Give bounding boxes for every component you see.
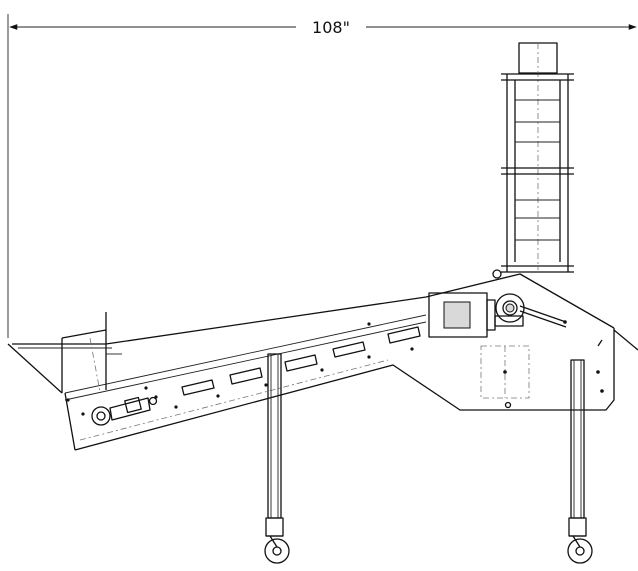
drive-motor bbox=[428, 292, 525, 338]
right-leg bbox=[567, 359, 593, 564]
support-legs bbox=[264, 353, 593, 564]
discharge-column bbox=[492, 42, 574, 279]
overall-length-dimension: 108" bbox=[7, 14, 637, 338]
rivets bbox=[66, 322, 414, 416]
dimension-label: 108" bbox=[312, 18, 350, 37]
frame-slots bbox=[181, 326, 421, 396]
tail-pulley-assembly bbox=[91, 396, 158, 426]
conveyor-frame bbox=[7, 273, 638, 451]
left-leg bbox=[264, 353, 290, 564]
